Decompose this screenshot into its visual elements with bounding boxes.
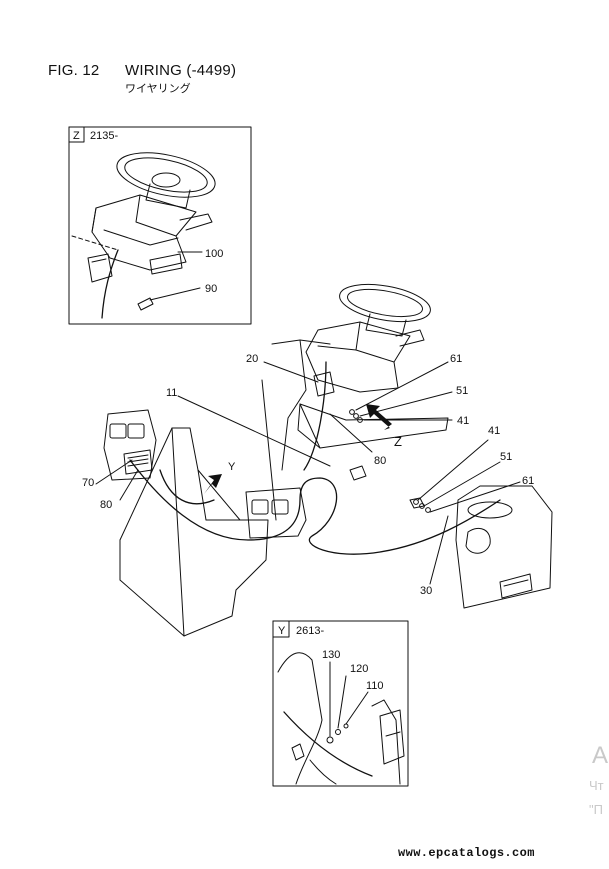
inset-y-wire [283,711,373,777]
leader-120 [337,675,347,729]
figure-subtitle: ワイヤリング [125,83,191,95]
right-pod [245,487,307,539]
callout-11: 11 [166,387,177,399]
callout-30: 30 [420,585,432,597]
callout-90: 90 [205,283,217,295]
inset-z-dash [91,194,197,271]
watermark-line-2: "П [589,802,603,817]
washer-51-top [353,413,359,419]
leader-110 [345,691,369,725]
inset-y-frame [272,620,409,787]
inset-y-tag-box [272,620,290,638]
leader-90 [149,287,201,301]
inset-z-screw [137,297,154,311]
watermark-large: Ar [592,742,609,769]
pillar [271,339,307,471]
inset-z-wire [101,249,119,319]
view-arrow-y-label: Y [228,461,236,473]
inset-z-tag-box [68,126,85,143]
callout-51-top: 51 [456,385,468,397]
leader-30 [429,515,449,585]
right-fender [455,485,553,609]
callout-100: 100 [205,248,223,260]
bolt-41-top [357,417,363,423]
callout-51-bottom: 51 [500,451,512,463]
footer-url-link[interactable]: www.epcatalogs.com [398,846,535,860]
inset-z-tag: Z [73,130,80,142]
callout-70: 70 [82,477,94,489]
leader-20 [263,361,319,383]
callout-61-top: 61 [450,353,462,365]
inset-y-tag: Y [278,625,286,637]
view-arrow-z [366,404,392,430]
inset-z-serial: 2135- [90,130,118,142]
leader-51-bottom [423,461,501,507]
column-harness [303,361,327,471]
main-console [119,427,269,637]
inset-y-panel [277,652,323,785]
figure-title: FIG. 12 WIRING (-4499) [48,62,236,79]
inset-z-switch [87,253,113,283]
connector-80 [349,465,367,481]
inset-y-switch [379,709,405,765]
washer-61-top [349,409,355,415]
leader-80-top [329,413,373,453]
leader-41-bottom [417,439,489,501]
leader-11 [177,395,331,467]
leader-80-left [119,469,139,501]
callout-41-top: 41 [457,415,469,427]
left-pod [103,409,157,481]
callout-61-bottom: 61 [522,475,534,487]
callout-110: 110 [366,680,384,692]
callout-130: 130 [322,649,340,661]
inset-y-grommet [326,736,334,744]
main-harness [129,459,501,555]
switch-20 [313,371,335,397]
main-steering-wheel [339,283,431,323]
washer-61-bottom [425,507,431,513]
watermark-line-1: Чт [589,778,604,793]
view-arrow-z-label: Z [394,434,402,449]
inset-y-serial: 2613- [296,625,324,637]
leader-61-bottom [429,481,521,513]
leader-61-top [355,361,449,411]
inset-z-steering-wheel [116,152,216,198]
callout-80-top: 80 [374,455,386,467]
callout-20: 20 [246,353,258,365]
bolt-41-bottom [413,499,419,505]
view-arrow-y [204,474,222,494]
callout-41-bottom: 41 [488,425,500,437]
figure-number: FIG. 12 [48,62,100,79]
callout-120: 120 [350,663,368,675]
callout-80-left: 80 [100,499,112,511]
figure-name: WIRING (-4499) [125,62,237,79]
leader-70 [95,459,133,485]
inset-z-frame [68,126,252,325]
